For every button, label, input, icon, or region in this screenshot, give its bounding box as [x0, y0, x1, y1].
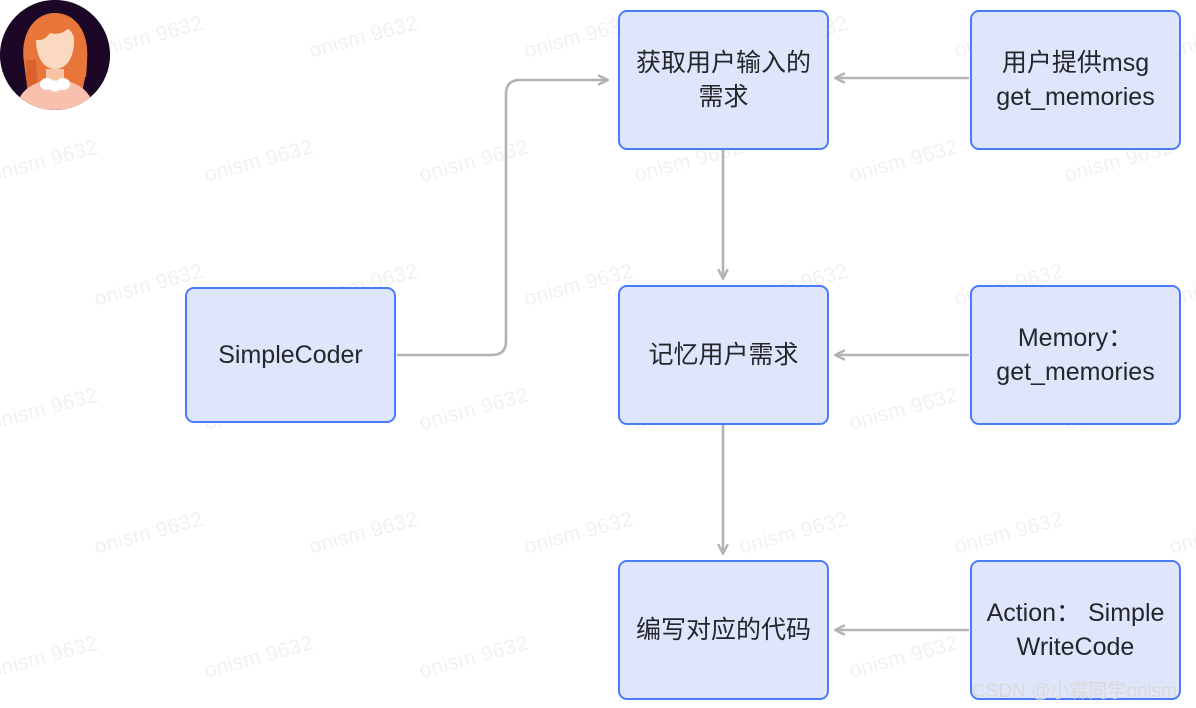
watermark-text: onism 9632 — [0, 631, 101, 683]
watermark-text: onism 9632 — [521, 507, 636, 559]
node-get-user-input[interactable]: 获取用户输入的 需求 — [618, 10, 829, 150]
watermark-text: onism 9632 — [0, 383, 101, 435]
watermark-text: onism 9632 — [416, 631, 531, 683]
node-action-simple-write-code[interactable]: Action： Simple WriteCode — [970, 560, 1181, 700]
node-user-provides-msg[interactable]: 用户提供msg get_memories — [970, 10, 1181, 150]
watermark-text: onism 9632 — [0, 135, 101, 187]
watermark-text: onism 9632 — [201, 135, 316, 187]
node-simplecoder-label: SimpleCoder — [218, 340, 363, 369]
node-memory-get-memories-label: Memory： get_memories — [996, 323, 1155, 387]
watermark-text: onism 9632 — [416, 383, 531, 435]
watermark-text: onism 9632 — [846, 135, 961, 187]
woman-avatar-icon — [0, 0, 110, 110]
watermark-text: onism 9632 — [846, 383, 961, 435]
watermark-text: onism 9632 — [736, 507, 851, 559]
watermark-text: onism 9632 — [1166, 508, 1196, 559]
watermark-text: onism 9632 — [416, 135, 531, 187]
node-simplecoder[interactable]: SimpleCoder — [185, 287, 396, 423]
node-user-provides-msg-label: 用户提供msg get_memories — [996, 48, 1155, 112]
node-action-simple-write-code-label: Action： Simple WriteCode — [986, 598, 1165, 662]
watermark-text: onism 9632 — [951, 507, 1066, 559]
watermark-text: onism 9632 — [91, 507, 206, 559]
node-memorize-requirement-label: 记忆用户需求 — [648, 340, 799, 369]
node-memorize-requirement[interactable]: 记忆用户需求 — [618, 285, 829, 425]
edge-simplecoder-to-get-input — [396, 80, 607, 357]
csdn-credit: CSDN @小霖同学onism — [972, 681, 1178, 702]
watermark-text: onism 9632 — [306, 11, 421, 63]
node-memory-get-memories[interactable]: Memory： get_memories — [970, 285, 1181, 425]
node-write-code[interactable]: 编写对应的代码 — [618, 560, 829, 700]
watermark-text: onism 9632 — [846, 631, 961, 683]
node-get-user-input-label: 获取用户输入的 需求 — [635, 48, 811, 112]
watermark-text: onism 9632 — [201, 631, 316, 683]
node-write-code-label: 编写对应的代码 — [635, 615, 811, 644]
avatar — [0, 0, 110, 110]
watermark-text: onism 9632 — [306, 507, 421, 559]
